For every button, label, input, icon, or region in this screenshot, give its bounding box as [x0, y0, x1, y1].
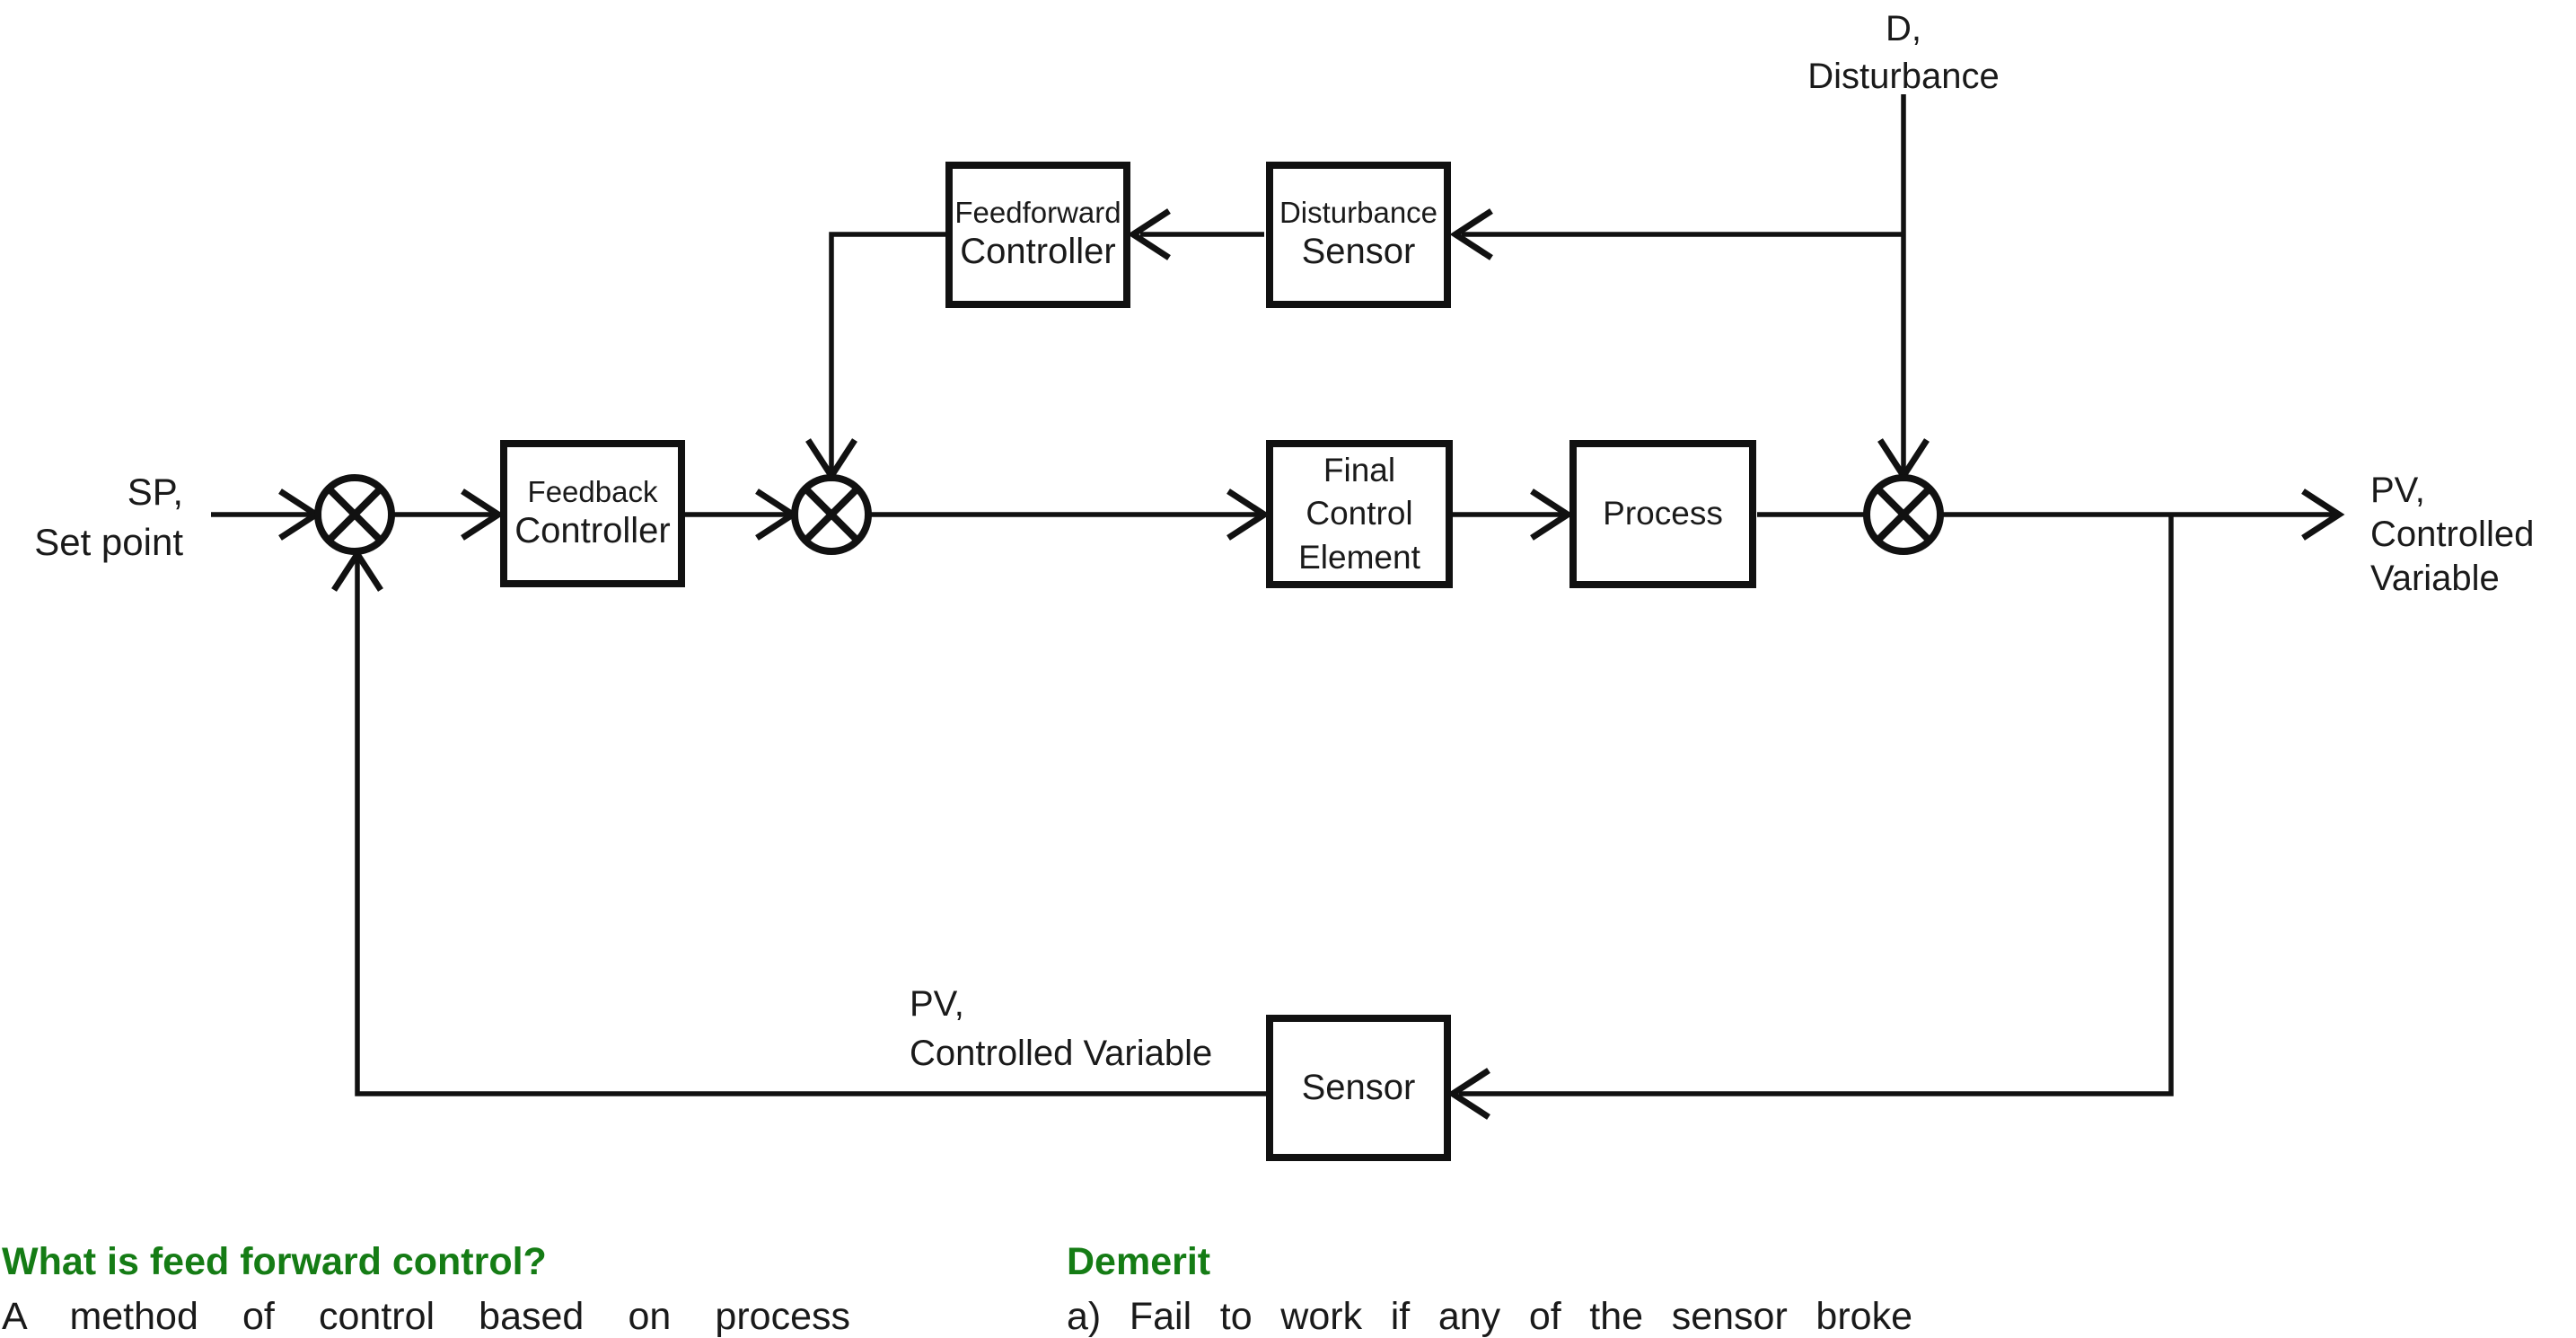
- block-disturbance-sensor: Disturbance Sensor: [1266, 162, 1451, 308]
- label-set-point-line2: Set point: [34, 521, 183, 563]
- label-pv-output-line2: Controlled: [2370, 515, 2535, 554]
- summing-junction-1-x: [326, 486, 383, 543]
- summing-junction-1-circle: [314, 474, 395, 555]
- label-disturbance-line2: Disturbance: [1807, 57, 2000, 96]
- label-pv-output-line3: Variable: [2370, 559, 2500, 598]
- block-process: Process: [1569, 440, 1756, 588]
- arrowhead-into-final-control-element: [1226, 489, 1270, 541]
- label-disturbance-line1: D,: [1886, 9, 1921, 48]
- block-feedback-controller-line2: Controller: [514, 510, 671, 550]
- block-feedback-controller-line1: Feedback: [527, 474, 658, 508]
- line-sensor-to-sum1: [355, 559, 1266, 1096]
- line-output-branch-down: [1459, 515, 2174, 1096]
- line-feedforward-to-sum2: [829, 232, 945, 472]
- block-disturbance-sensor-line2: Sensor: [1301, 232, 1416, 272]
- summing-junction-3-circle: [1863, 474, 1944, 555]
- label-set-point: SP, Set point: [0, 467, 183, 568]
- summing-junction-2-x: [803, 486, 860, 543]
- block-feedforward-controller-line2: Controller: [960, 232, 1116, 272]
- summing-junction-2-circle: [791, 474, 872, 555]
- arrowhead-output: [2301, 489, 2345, 541]
- block-process-label: Process: [1603, 495, 1723, 533]
- label-pv-output: PV, Controlled Variable: [2370, 469, 2576, 601]
- demerit-body: a) Fail to work if any of the sensor bro…: [1067, 1295, 1912, 1338]
- summing-junction-3-x: [1875, 486, 1932, 543]
- block-final-control-element-line1: Final: [1323, 452, 1396, 489]
- arrowhead-into-sensor: [1446, 1068, 1490, 1120]
- block-sensor: Sensor: [1266, 1015, 1451, 1161]
- block-feedforward-controller: Feedforward Controller: [945, 162, 1130, 308]
- question-body: A method of control based on process: [2, 1295, 850, 1338]
- label-pv-feedback-line2: Controlled Variable: [910, 1034, 1213, 1073]
- summing-junction-3: [1863, 474, 1944, 555]
- block-final-control-element: Final Control Element: [1266, 440, 1453, 588]
- summing-junction-1: [314, 474, 395, 555]
- arrowhead-into-feedforward-controller: [1127, 208, 1171, 260]
- demerit-heading: Demerit: [1067, 1240, 1211, 1283]
- block-final-control-element-line3: Element: [1298, 538, 1420, 576]
- arrowhead-into-process: [1530, 489, 1574, 541]
- label-pv-output-line1: PV,: [2370, 471, 2425, 510]
- label-disturbance: D, Disturbance: [1769, 5, 2038, 101]
- arrowhead-into-disturbance-sensor: [1449, 208, 1493, 260]
- summing-junction-2: [791, 474, 872, 555]
- block-disturbance-sensor-line1: Disturbance: [1279, 196, 1438, 230]
- label-set-point-line1: SP,: [127, 471, 183, 513]
- question-heading: What is feed forward control?: [2, 1240, 547, 1283]
- block-sensor-label: Sensor: [1301, 1067, 1416, 1107]
- block-feedback-controller: Feedback Controller: [500, 440, 685, 587]
- label-pv-feedback-line1: PV,: [910, 984, 964, 1024]
- block-final-control-element-line2: Control: [1306, 495, 1413, 533]
- block-feedforward-controller-line1: Feedforward: [954, 196, 1121, 230]
- label-pv-feedback: PV, Controlled Variable: [910, 980, 1287, 1078]
- arrowhead-into-feedback-controller: [461, 489, 505, 541]
